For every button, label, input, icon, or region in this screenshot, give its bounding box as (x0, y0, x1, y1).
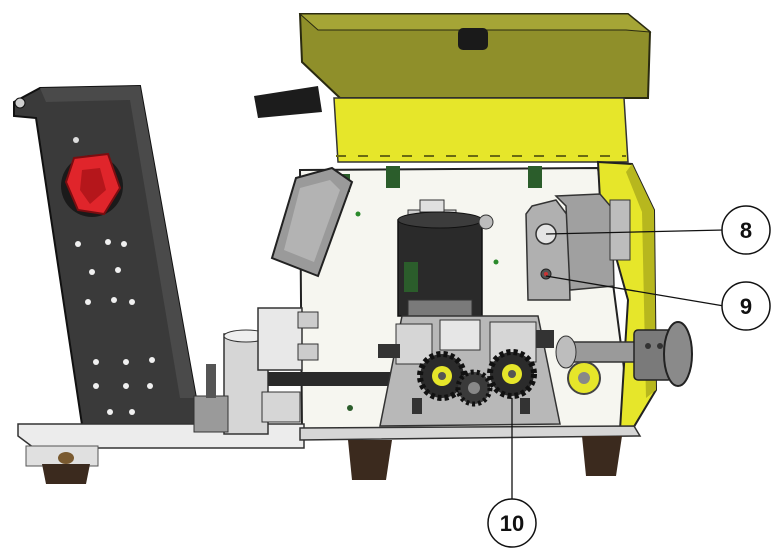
drive-motor (355, 199, 499, 323)
drive-gear-icon (487, 349, 537, 399)
callout-8-label: 8 (740, 218, 752, 243)
cable (254, 86, 322, 118)
drive-gear-icon (417, 351, 467, 401)
idler-gear-icon (455, 369, 493, 407)
hinged-cover (298, 13, 652, 99)
spool-knob-icon (663, 321, 693, 387)
control-bracket (525, 193, 631, 301)
callout-9: 9 (721, 281, 771, 331)
rubber-feet (42, 436, 622, 484)
connector-plate (13, 84, 197, 439)
clip (386, 166, 400, 188)
callout-10: 10 (487, 498, 537, 548)
spool-hub (555, 321, 693, 395)
callout-10-label: 10 (500, 511, 524, 536)
callout-9-leader (545, 275, 725, 307)
housing-top-rim (333, 97, 629, 163)
callout-8-leader (545, 229, 725, 235)
guide-rod (268, 372, 400, 386)
cover-latch-icon (458, 28, 488, 50)
base-plate (17, 423, 642, 467)
wire-feed-mechanism (347, 315, 561, 427)
callout-9-label: 9 (740, 294, 752, 319)
clip (528, 166, 542, 188)
callout-8: 8 (721, 205, 771, 255)
terminal-block (193, 307, 319, 435)
